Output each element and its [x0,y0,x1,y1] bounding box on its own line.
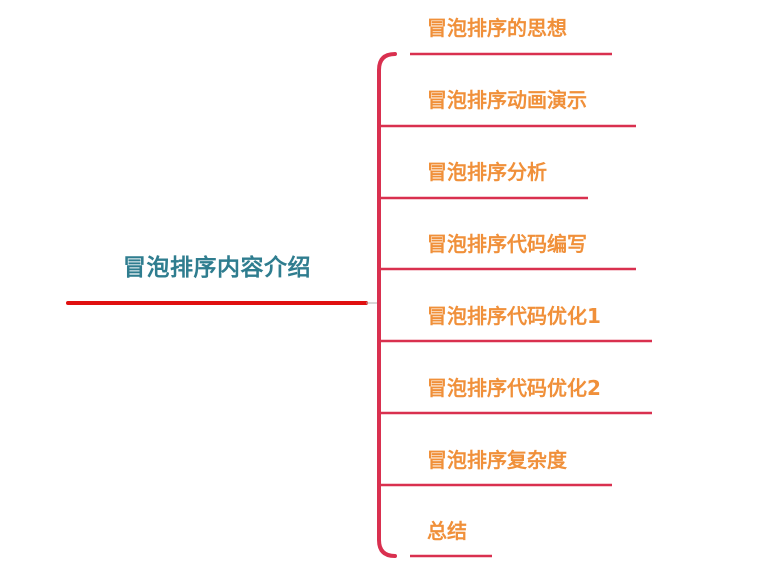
branch-label-summary: 总结 [427,519,467,543]
branch-label-code-writing: 冒泡排序代码编写 [427,232,587,256]
branch-bracket [377,52,397,558]
branch-label-optimization-2: 冒泡排序代码优化2 [427,376,601,400]
root-node-title: 冒泡排序内容介绍 [123,255,311,281]
branch-label-animation: 冒泡排序动画演示 [427,88,587,112]
branch-label-idea: 冒泡排序的思想 [427,16,567,40]
branch-label-optimization-1: 冒泡排序代码优化1 [427,304,601,328]
branch-lines [381,52,652,558]
branch-label-complexity: 冒泡排序复杂度 [427,448,567,472]
branch-label-analysis: 冒泡排序分析 [427,160,547,184]
